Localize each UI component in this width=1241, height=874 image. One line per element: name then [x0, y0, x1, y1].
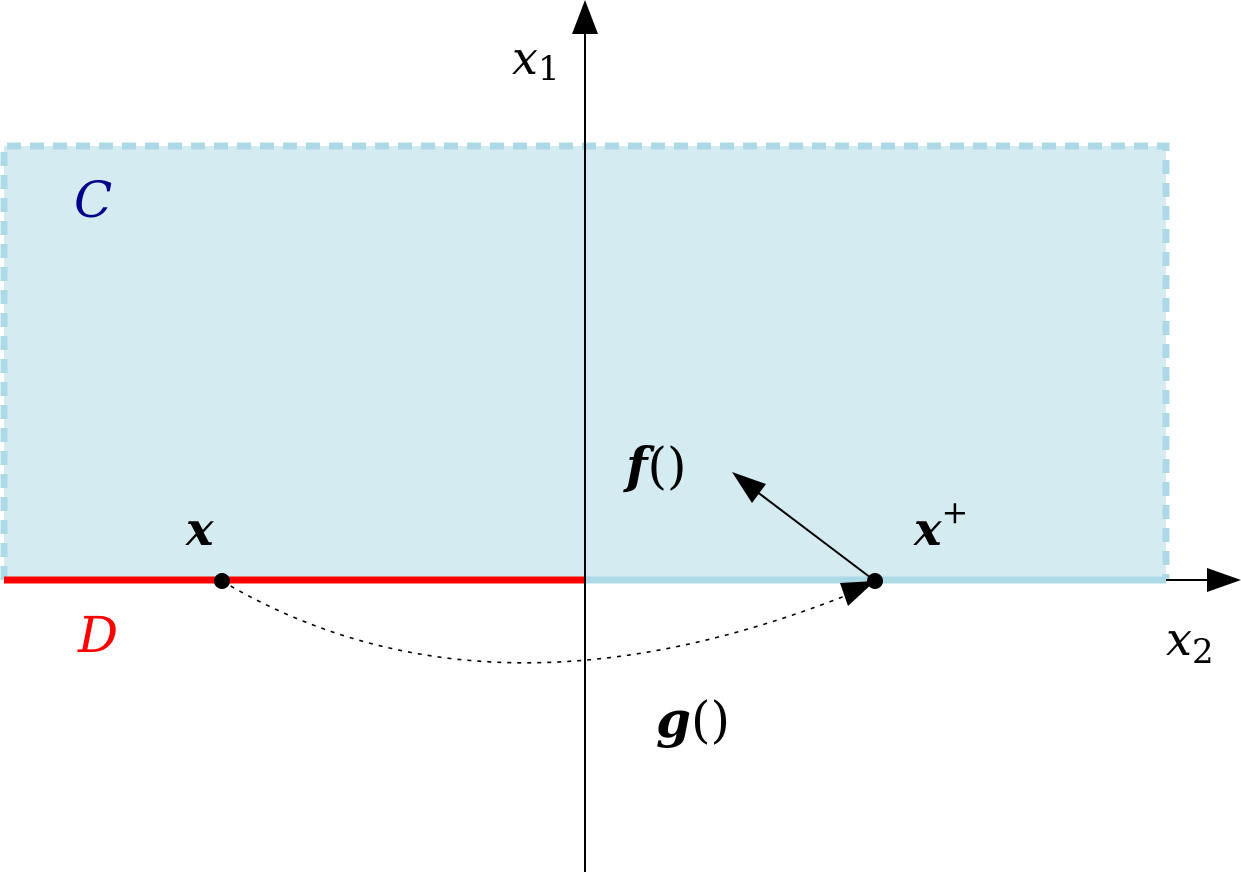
axis-x1-label: x1: [512, 31, 560, 89]
point-x-plus: [867, 573, 883, 589]
point-x: [214, 573, 230, 589]
mapping-g-curve: [221, 580, 861, 664]
axis-x2-arrowhead: [1207, 568, 1241, 592]
axis-x1-arrowhead: [572, 0, 598, 34]
mapping-f-arrow: [751, 487, 876, 582]
set-c-label: C: [74, 171, 112, 229]
mapping-g-arrowhead: [840, 581, 875, 606]
axis-x2-label: x2: [1166, 612, 1214, 672]
point-x-label: x: [185, 502, 214, 556]
func-g-label: g(): [656, 690, 730, 749]
mapping-f-arrowhead: [732, 472, 766, 503]
point-x-plus-label: x+: [913, 493, 968, 556]
set-d-label: D: [77, 606, 118, 664]
func-f-label: f(): [623, 436, 687, 495]
